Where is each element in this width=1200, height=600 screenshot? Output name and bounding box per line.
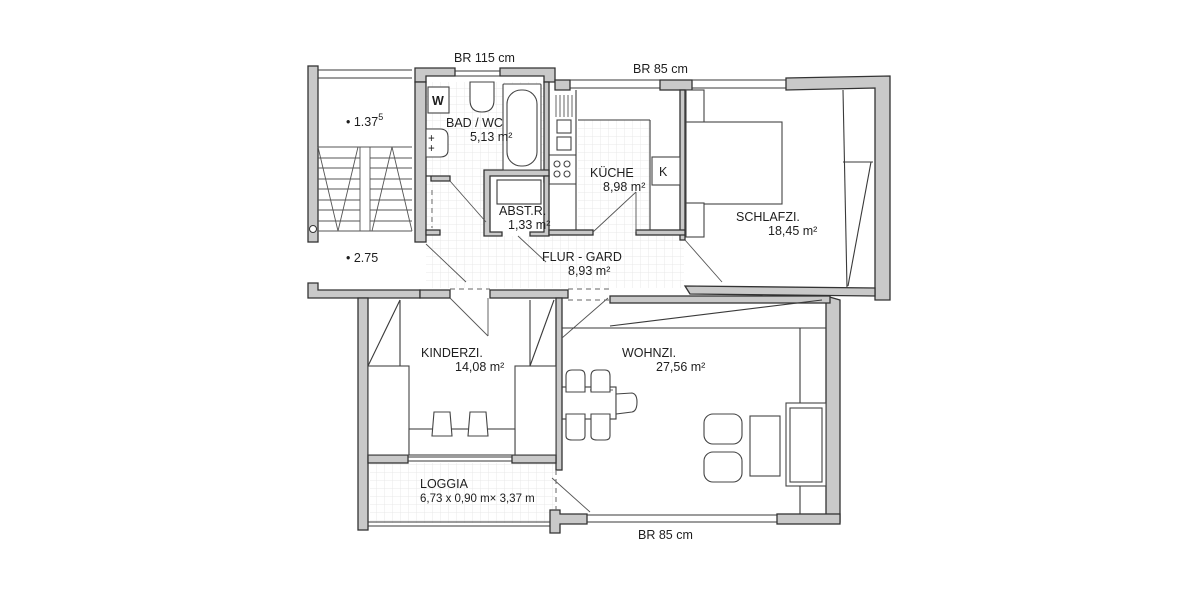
room-loggia-name: LOGGIA <box>420 477 469 491</box>
level-lower-label: • 2.75 <box>346 251 378 265</box>
svg-text:+: + <box>428 143 435 155</box>
room-bad-name: BAD / WC <box>446 116 503 130</box>
washer-label: W <box>432 94 444 108</box>
dimension-top-right: BR 85 cm <box>633 62 688 76</box>
fridge-label: K <box>659 165 668 179</box>
bathroom-fixtures: W + + <box>425 81 542 171</box>
room-flur-name: FLUR - GARD <box>542 250 622 264</box>
kids-room-furniture <box>367 298 557 456</box>
room-wohn-area: 27,56 m² <box>656 360 705 374</box>
walls <box>357 67 891 534</box>
stairwell: • 1.375 • 2.75 <box>307 65 425 299</box>
room-abstell-area: 1,33 m² <box>508 218 550 232</box>
dimension-bottom: BR 85 cm <box>638 528 693 542</box>
room-wohn-name: WOHNZI. <box>622 346 676 360</box>
room-flur-area: 8,93 m² <box>568 264 610 278</box>
level-upper-label: • 1.375 <box>346 112 383 129</box>
room-schlaf-area: 18,45 m² <box>768 224 817 238</box>
room-kueche-area: 8,98 m² <box>603 180 645 194</box>
room-kinder-name: KINDERZI. <box>421 346 483 360</box>
svg-text:+: + <box>428 133 435 145</box>
room-kinder-area: 14,08 m² <box>455 360 504 374</box>
room-abstell-name: ABST.R. <box>499 204 546 218</box>
room-bad-area: 5,13 m² <box>470 130 512 144</box>
doors <box>425 180 723 513</box>
kitchen-fixtures: K <box>548 90 681 230</box>
room-loggia-area: 6,73 x 0,90 m× 3,37 m <box>420 493 535 505</box>
room-kueche-name: KÜCHE <box>590 166 634 180</box>
room-schlaf-name: SCHLAFZI. <box>736 210 800 224</box>
dimension-top-left: BR 115 cm <box>454 51 515 65</box>
living-room-furniture <box>561 299 827 514</box>
bedroom-furniture <box>685 89 873 289</box>
